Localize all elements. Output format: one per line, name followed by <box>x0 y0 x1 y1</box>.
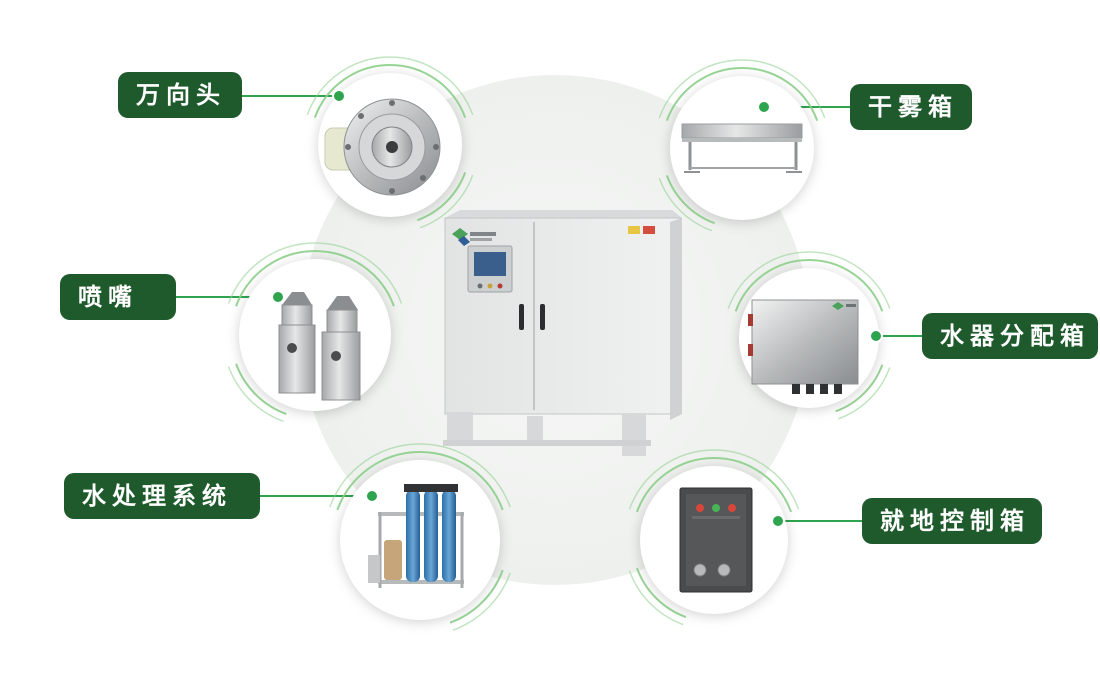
decorative-arc <box>313 64 467 118</box>
decorative-arc <box>235 363 287 415</box>
decorative-arc <box>665 67 819 121</box>
decorative-arc <box>658 177 713 232</box>
brand-logo-icon <box>452 228 496 246</box>
decorative-arc <box>727 251 891 309</box>
decorative-arc <box>734 259 884 312</box>
water-distributor-icon <box>748 299 859 394</box>
decorative-arc <box>227 242 403 304</box>
nozzle-icon <box>278 292 361 401</box>
decorative-arc <box>306 56 474 116</box>
dry-fog-box-node <box>658 59 826 232</box>
main-cabinet-icon <box>443 210 682 456</box>
label-nozzle: 喷嘴 <box>60 274 176 320</box>
control-box-icon <box>679 487 753 593</box>
decorative-arc <box>628 570 684 626</box>
decorative-arc <box>628 449 800 510</box>
decorative-arc <box>227 366 284 423</box>
decorative-arc <box>417 172 467 222</box>
decorative-arc <box>452 572 511 631</box>
dot-water-distributor <box>869 329 883 343</box>
dot-water-treatment <box>365 489 379 503</box>
universal-head-icon <box>324 98 441 196</box>
dot-control-box <box>771 514 785 528</box>
water-treatment-icon <box>368 484 464 588</box>
label-water-treatment-system: 水处理系统 <box>64 473 260 519</box>
label-water-distribution-box: 水器分配箱 <box>922 313 1098 359</box>
decorative-arc <box>449 569 504 624</box>
dot-nozzle <box>271 290 285 304</box>
dot-universal-head <box>332 89 346 103</box>
label-universal-head: 万向头 <box>118 72 242 118</box>
decorative-arc <box>835 364 884 413</box>
label-dry-fog-box: 干雾箱 <box>850 84 972 130</box>
decorative-arc <box>336 451 504 511</box>
decorative-arc <box>329 443 511 508</box>
label-local-control-box: 就地控制箱 <box>862 498 1042 544</box>
decorative-arc <box>665 175 715 225</box>
decorative-arc <box>636 567 687 618</box>
decorative-arc <box>658 59 826 119</box>
dry-fog-box-icon <box>681 123 803 173</box>
dot-dry-fog-box <box>757 100 771 114</box>
decorative-arc <box>636 457 792 513</box>
decorative-arc <box>235 250 395 307</box>
decorative-arc <box>419 174 474 229</box>
decorative-arc <box>838 367 891 420</box>
